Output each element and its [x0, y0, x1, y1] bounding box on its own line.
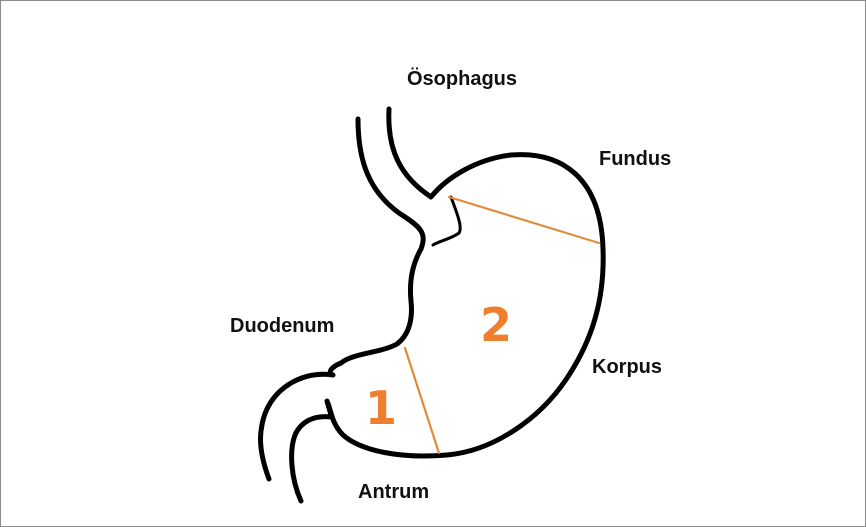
cardia-outline — [433, 197, 460, 245]
antrum-label: Antrum — [358, 482, 429, 502]
fundus-label: Fundus — [599, 149, 671, 169]
lesser-curvature-outline — [260, 119, 423, 479]
oesophagus-label: Ösophagus — [407, 69, 517, 89]
region-2-number: 2 — [480, 302, 512, 348]
duodenum-label: Duodenum — [230, 316, 334, 336]
region-1-number: 1 — [365, 385, 397, 431]
korpus-label: Korpus — [592, 357, 662, 377]
fundus-divider-line — [449, 197, 599, 243]
antrum-divider-line — [405, 348, 439, 453]
greater-curvature-outline — [292, 109, 604, 501]
